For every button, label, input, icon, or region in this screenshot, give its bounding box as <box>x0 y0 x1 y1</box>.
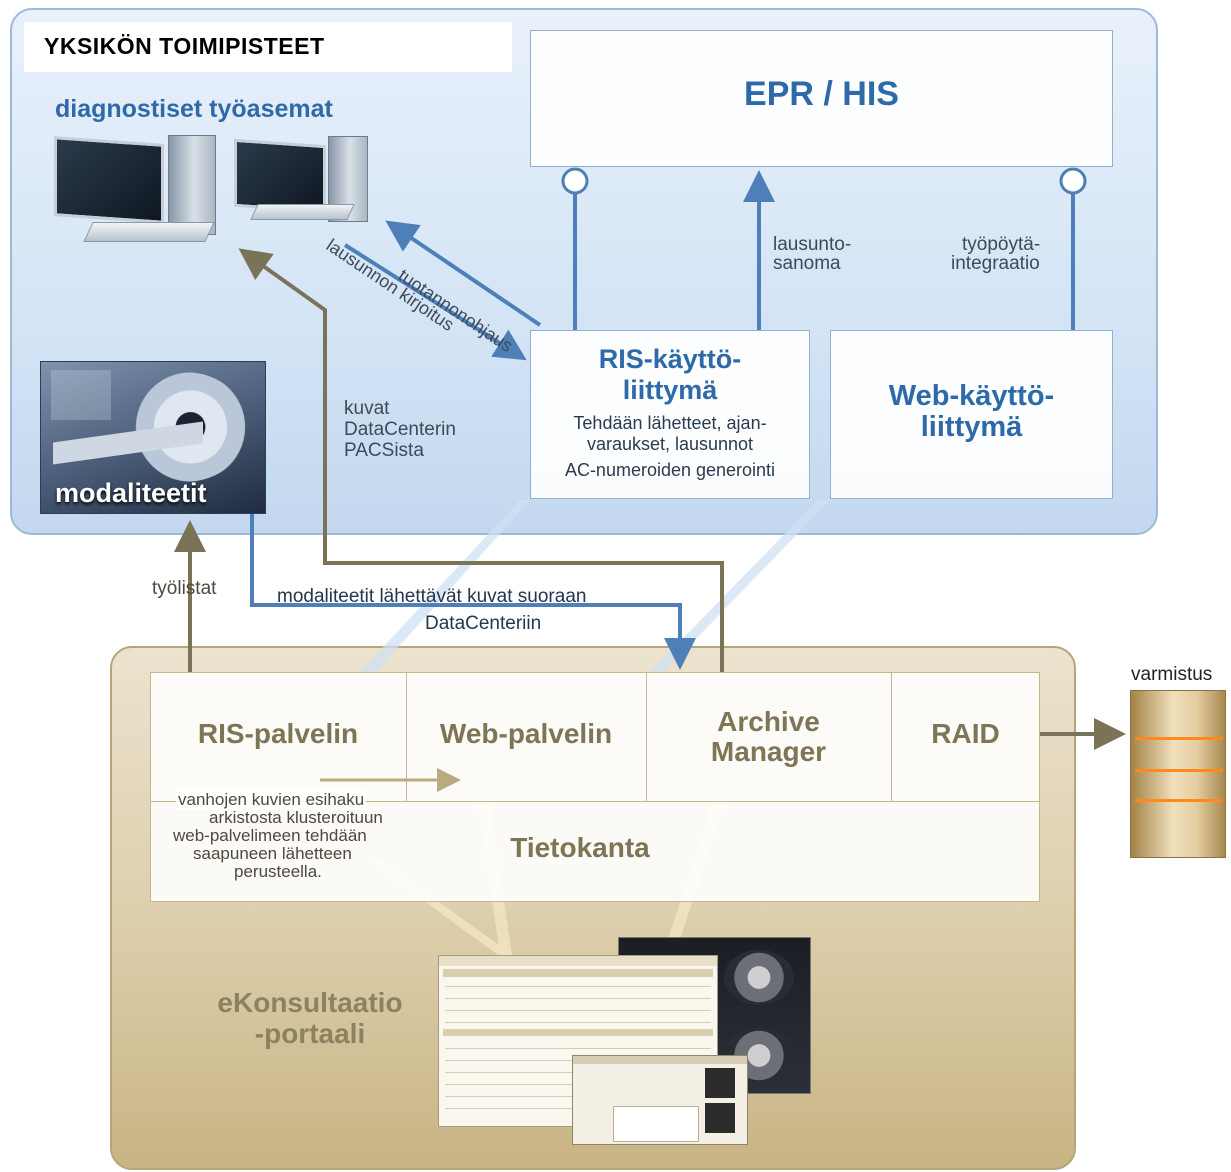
epr-ris-connector <box>561 167 589 330</box>
portal-label-2: -portaali <box>254 1018 366 1049</box>
prefetch-text-2: arkistosta klusteroituun <box>209 808 383 827</box>
prefetch-text-5: perusteella. <box>234 862 322 881</box>
unit-offices-title-box <box>24 22 512 72</box>
table-divider <box>891 672 892 802</box>
web-ui-box <box>830 330 1113 499</box>
backup-label: varmistus <box>1131 664 1213 685</box>
modality-send-label-2: DataCenteriin <box>425 613 542 634</box>
prefetch-text-1: vanhojen kuvien esihaku <box>176 789 367 810</box>
ris-ui-box <box>530 330 810 499</box>
ris-ui-title-2: liittymä <box>622 375 718 405</box>
modality-label: modaliteetit <box>55 478 207 508</box>
workstations-illustration <box>48 130 378 250</box>
table-divider <box>150 801 1040 802</box>
epr-his-label: EPR / HIS <box>744 75 899 113</box>
images-pacs-label-1: kuvat <box>344 398 390 419</box>
raid-label: RAID <box>931 718 1000 749</box>
ris-ui-title-1: RIS-käyttö- <box>598 344 742 374</box>
desktop-integration-label-2: integraatio <box>951 253 1040 274</box>
modality-ct-scanner-image <box>40 361 266 514</box>
tower-1-icon <box>168 135 216 235</box>
production-control-arrow <box>385 220 542 327</box>
report-message-label-2: sanoma <box>773 253 841 274</box>
archive-manager-label-1: Archive <box>717 706 820 737</box>
prefetch-text-4: saapuneen lähetteen <box>193 844 352 863</box>
ris-ui-desc-2: varaukset, lausunnot <box>586 434 754 454</box>
backup-server-icon <box>1130 690 1226 858</box>
web-ui-title-1: Web-käyttö- <box>888 380 1055 412</box>
ris-server-label: RIS-palvelin <box>197 718 359 749</box>
portal-label-1: eKonsultaatio <box>217 987 403 1018</box>
worklists-label: työlistat <box>152 578 217 599</box>
workstations-label: diagnostiset työasemat <box>55 95 333 123</box>
images-pacs-label-2: DataCenterin <box>344 419 456 440</box>
desktop-integration-label-1: työpöytä- <box>962 234 1041 255</box>
images-from-pacs-arrow <box>238 248 724 672</box>
modality-send-arrow <box>250 514 696 670</box>
archive-manager-label-2: Manager <box>710 736 827 767</box>
database-label: Tietokanta <box>510 832 650 863</box>
web-ui-title-2: liittymä <box>920 411 1023 443</box>
modality-send-label-1: modaliteetit lähettävät kuvat suoraan <box>277 586 587 607</box>
portal-dialog <box>572 1055 748 1145</box>
table-divider <box>406 672 407 802</box>
ris-ui-desc-1: Tehdään lähetteet, ajan- <box>573 413 767 433</box>
table-divider <box>646 672 647 802</box>
ris-ui-desc-3: AC-numeroiden generointi <box>564 460 776 480</box>
desktop-integration-connector <box>1059 167 1087 330</box>
images-pacs-label-3: PACSista <box>344 440 424 461</box>
report-writing-arrow <box>343 243 527 361</box>
prefetch-text-3: web-palvelimeen tehdään <box>173 826 367 845</box>
web-server-label: Web-palvelin <box>439 718 613 749</box>
unit-offices-title: YKSIKÖN TOIMIPISTEET <box>44 33 325 59</box>
report-message-label-1: lausunto- <box>773 234 852 255</box>
epr-his-box <box>530 30 1113 167</box>
